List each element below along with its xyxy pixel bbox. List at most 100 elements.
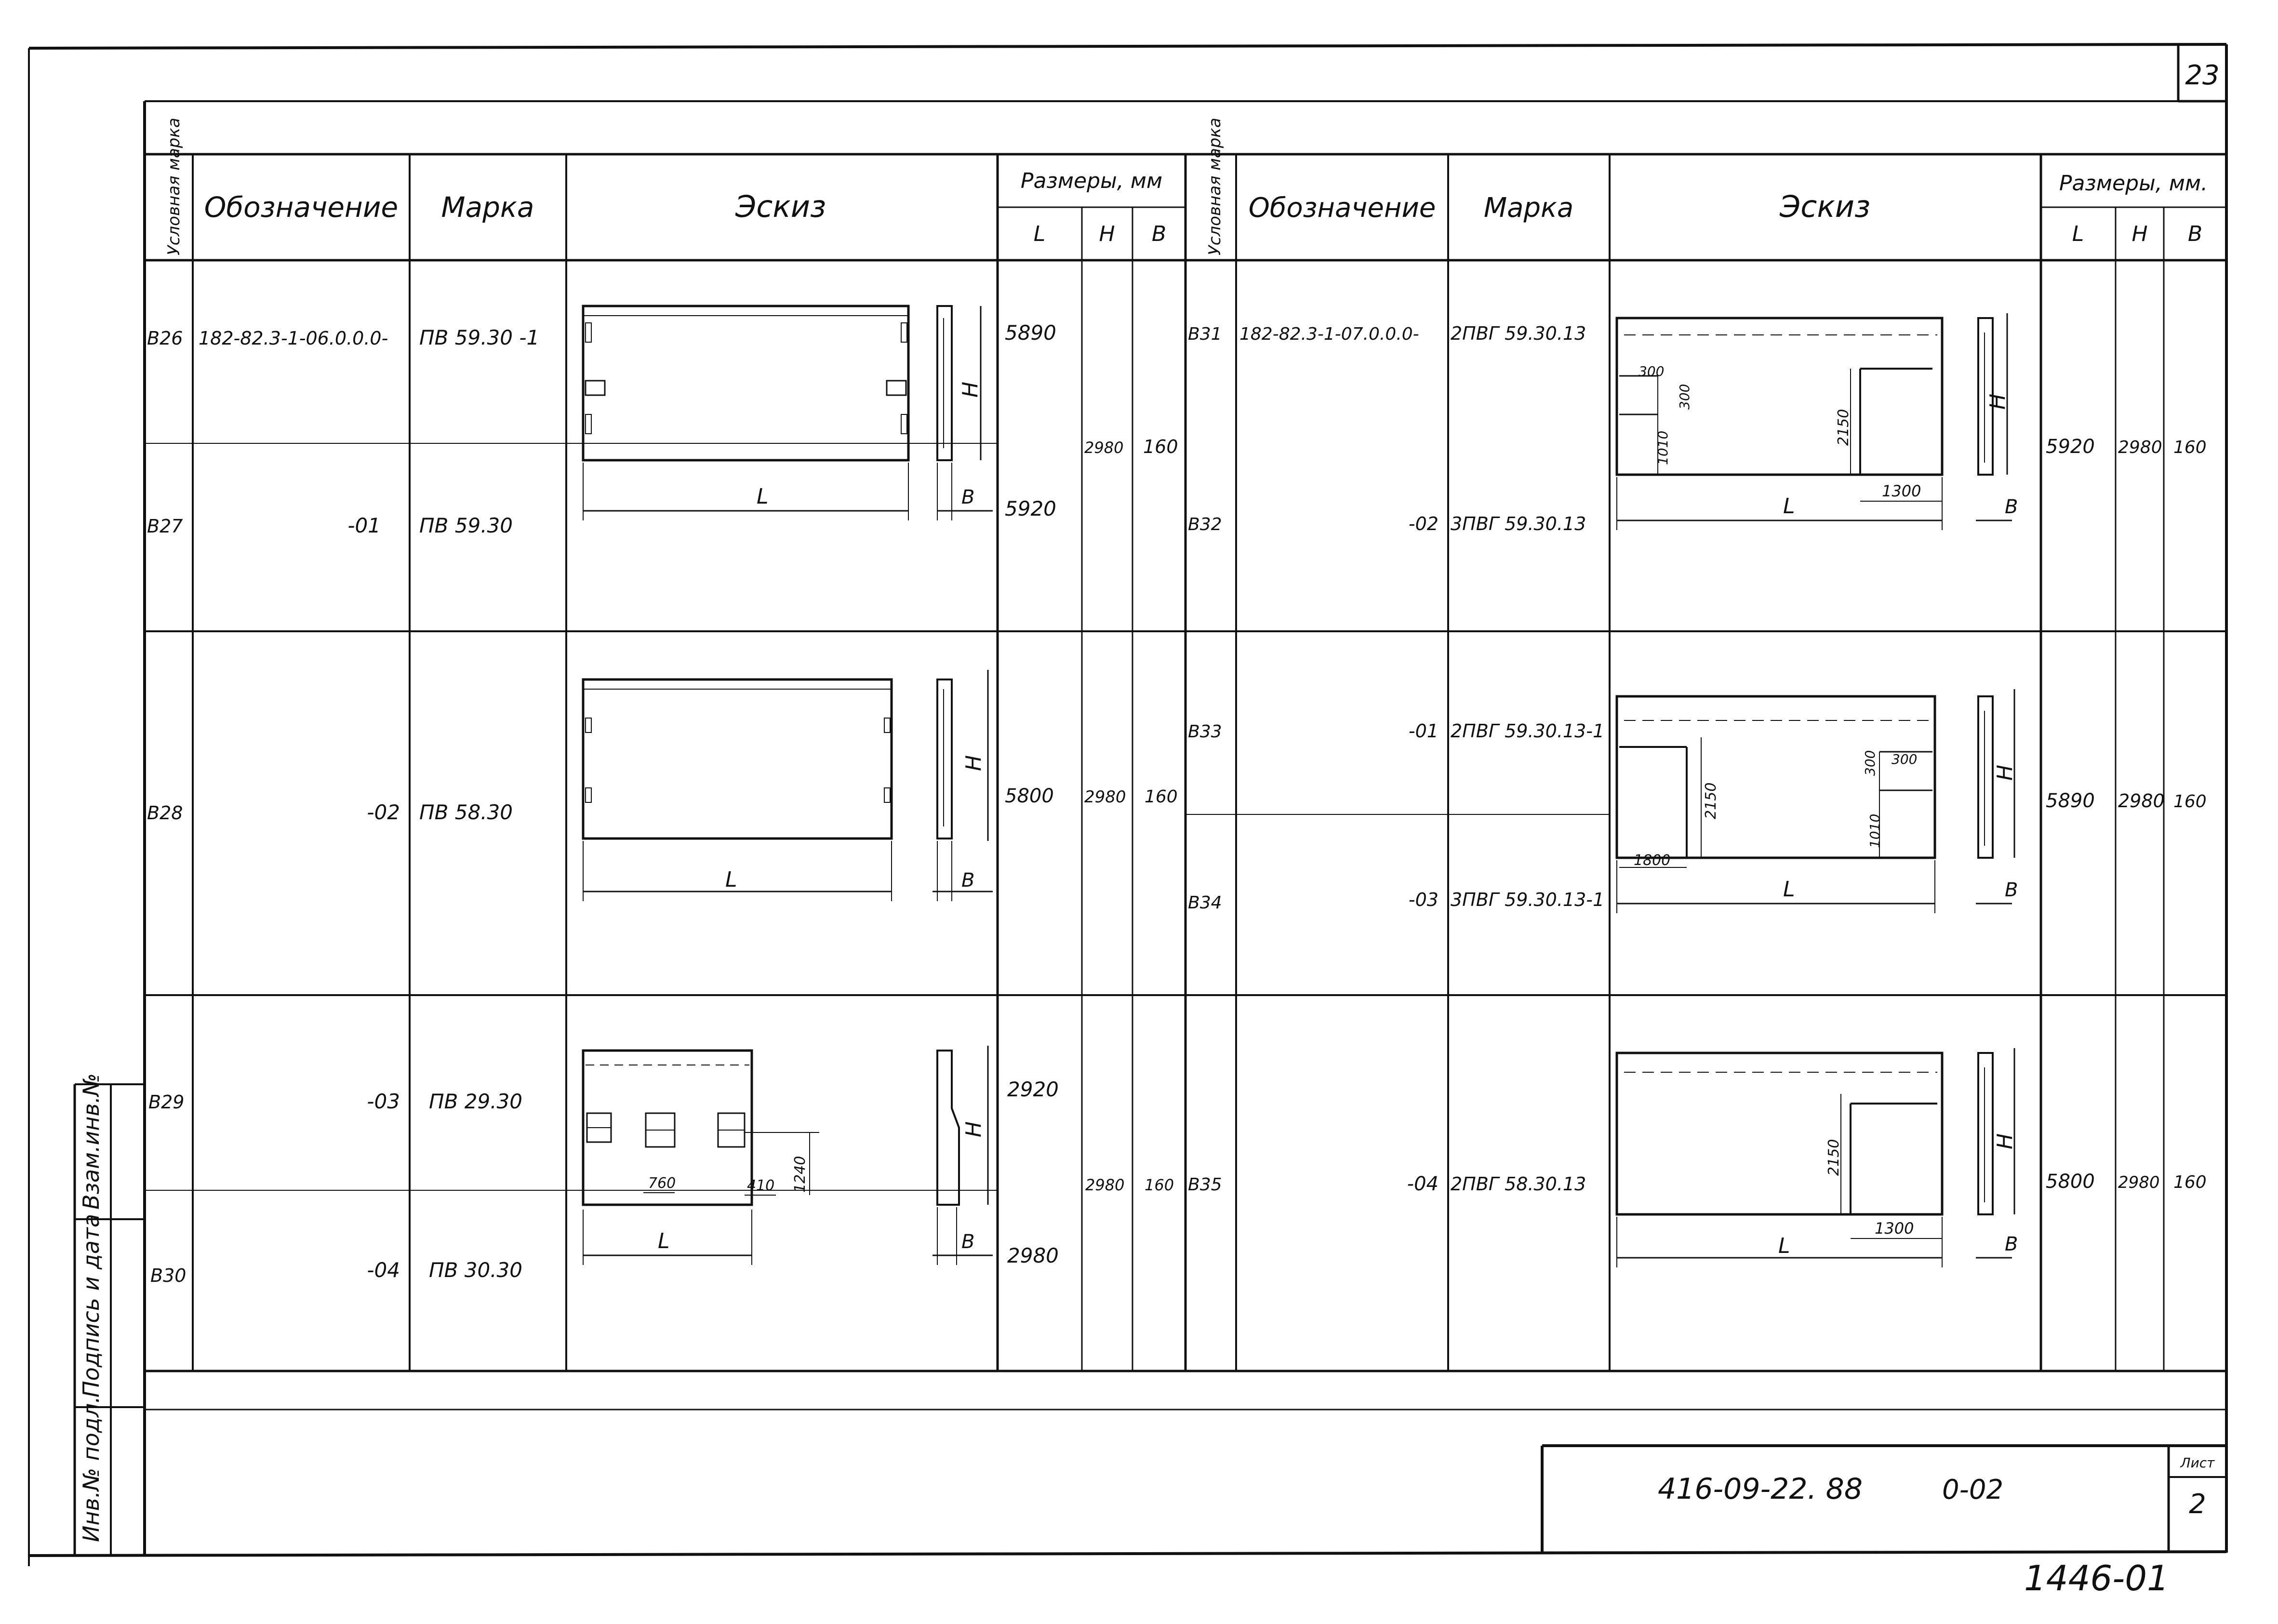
length-value: 5800	[1005, 785, 1054, 807]
sketch-panel-pv58	[582, 670, 993, 901]
cond-mark: В26	[147, 328, 183, 349]
thickness-value: 160	[2173, 438, 2207, 457]
sketch-dim-1010: 1010	[1867, 814, 1883, 848]
mark: ПВ 59.30	[419, 514, 513, 537]
table-row: В28 -02 ПВ 58.30 5800	[147, 785, 1054, 824]
header-cond-mark-left: Условная марка	[164, 118, 184, 255]
designation: -01	[347, 514, 381, 537]
thickness-value: 160	[2173, 792, 2207, 812]
length-value: 5890	[1005, 321, 1056, 345]
designation: -04	[367, 1258, 400, 1282]
header-mark-left: Марка	[441, 191, 534, 224]
sketch-panel-pv29	[582, 1046, 993, 1265]
sketch-panel-pvg59	[1615, 313, 2012, 530]
table-row: В33 -01 2ПВГ 59.30.13-1	[1188, 720, 1604, 742]
cond-mark: В29	[148, 1092, 184, 1113]
sheet-frame: 23	[28, 43, 2228, 1566]
sketch-dim-1300: 1300	[1875, 1219, 1914, 1238]
cond-mark: В30	[150, 1265, 186, 1286]
designation: -01	[1409, 720, 1439, 742]
sketch-dim-label-B: B	[961, 486, 974, 508]
stamp-sheet-number: 2	[2189, 1489, 2206, 1520]
sketch-dim-300a: 300	[1639, 363, 1664, 379]
cond-mark: В34	[1188, 893, 1222, 913]
sketch-dim-300a: 300	[1892, 751, 1917, 767]
header-sketch-right: Эскиз	[1779, 189, 1870, 224]
side-label-inv-podl: Инв.№ подл.	[78, 1396, 104, 1542]
mark: ПВ 29.30	[429, 1090, 522, 1113]
header-cond-mark-right: Условная марка	[1205, 118, 1225, 255]
header-designation-left: Обозначение	[204, 191, 398, 224]
header-dims-left: Размеры, мм	[1021, 169, 1162, 193]
mark: ПВ 59.30 -1	[419, 326, 539, 349]
spec-table-grid	[143, 100, 2226, 1554]
cond-mark: В35	[1188, 1175, 1222, 1195]
handwritten-number: 1446-01	[2024, 1558, 2169, 1598]
sketch-panel-pvg58	[1615, 1048, 2015, 1267]
side-stamp: Инв.№ подл. Подпись и дата Взам.инв.№	[73, 1073, 145, 1554]
height-value: 2980	[1084, 787, 1126, 807]
sketch-dim-label-L: L	[1783, 494, 1795, 519]
mark: ПВ 30.30	[429, 1258, 522, 1282]
cond-mark: В32	[1188, 515, 1222, 534]
thickness-value: 160	[1143, 436, 1178, 457]
mark: 2ПВГ 59.30.13-1	[1451, 720, 1604, 742]
thickness-value: 160	[1145, 787, 1178, 807]
designation: -03	[1409, 889, 1439, 910]
table-row: В27 -01 ПВ 59.30 5920	[147, 497, 1056, 537]
header-B-left: B	[1152, 222, 1166, 246]
right-table-rows: В31 182-82.3-1-07.0.0.0- 2ПВГ 59.30.13 В…	[1188, 323, 2207, 1195]
table-row: В26 182-82.3-1-06.0.0.0- ПВ 59.30 -1 589…	[147, 321, 1056, 349]
length-value: 5890	[2046, 790, 2095, 812]
table-row: В29 -03 ПВ 29.30 2920	[148, 1078, 1059, 1113]
thickness-value: 160	[1145, 1176, 1174, 1194]
header-mark-right: Марка	[1484, 192, 1573, 224]
sketch-dim-1010: 1010	[1655, 431, 1671, 465]
mark: 3ПВГ 59.30.13-1	[1451, 889, 1604, 910]
sketch-dim-760: 760	[648, 1175, 676, 1192]
table-row: В34 -03 3ПВГ 59.30.13-1	[1188, 889, 1604, 913]
sketch-panel-pv59	[582, 305, 993, 520]
cond-mark: В28	[147, 802, 183, 824]
cond-mark: В33	[1188, 722, 1222, 742]
header-sketch-left: Эскиз	[735, 189, 826, 224]
height-value: 2980	[1085, 1176, 1124, 1194]
sketch-dim-1240: 1240	[792, 1156, 809, 1193]
doc-code: 416-09-22. 88	[1658, 1472, 1863, 1506]
sketch-dim-2150: 2150	[1825, 1139, 1842, 1176]
height-value: 2980	[1084, 439, 1123, 457]
height-value: 2980	[2118, 1173, 2160, 1192]
header-dims-right: Размеры, мм.	[2059, 171, 2208, 196]
sketch-dim-label-L: L	[725, 867, 737, 892]
length-value: 2920	[1007, 1078, 1059, 1101]
sketch-dim-label-B: B	[961, 869, 974, 892]
header-H-right: H	[2131, 222, 2147, 246]
table-header: Условная марка Обозначение Марка Эскиз Р…	[164, 118, 2208, 255]
mark: 3ПВГ 59.30.13	[1451, 513, 1586, 534]
sketch-dim-410: 410	[747, 1177, 774, 1194]
sketch-dim-label-L: L	[757, 484, 769, 509]
sketch-dim-label-B: B	[2005, 1233, 2018, 1255]
left-table-rows: В26 182-82.3-1-06.0.0.0- ПВ 59.30 -1 589…	[147, 321, 1178, 1286]
sketch-dim-label-B: B	[2005, 496, 2018, 518]
sketch-dim-2150: 2150	[1703, 783, 1719, 819]
sketch-dim-label-H: H	[958, 382, 983, 398]
sketch-dim-label-L: L	[1778, 1234, 1790, 1258]
designation: -04	[1407, 1173, 1439, 1195]
designation: -03	[367, 1090, 400, 1113]
sketch-dim-label-H: H	[961, 1121, 986, 1137]
sketch-dim-label-H: H	[1993, 1133, 2017, 1149]
sketch-dim-label-L: L	[658, 1229, 670, 1253]
sketch-dim-label-H: H	[1993, 765, 2017, 781]
designation: -02	[1409, 513, 1439, 534]
cond-mark: В27	[147, 516, 183, 537]
table-row: В31 182-82.3-1-07.0.0.0- 2ПВГ 59.30.13	[1188, 323, 1586, 344]
length-value: 5920	[1005, 497, 1056, 520]
mark: 2ПВГ 58.30.13	[1451, 1173, 1586, 1195]
table-row: В32 -02 3ПВГ 59.30.13	[1188, 513, 1586, 534]
header-H-left: H	[1099, 222, 1115, 246]
header-L-left: L	[1034, 222, 1046, 246]
header-designation-right: Обозначение	[1249, 192, 1436, 224]
header-B-right: B	[2188, 222, 2202, 246]
